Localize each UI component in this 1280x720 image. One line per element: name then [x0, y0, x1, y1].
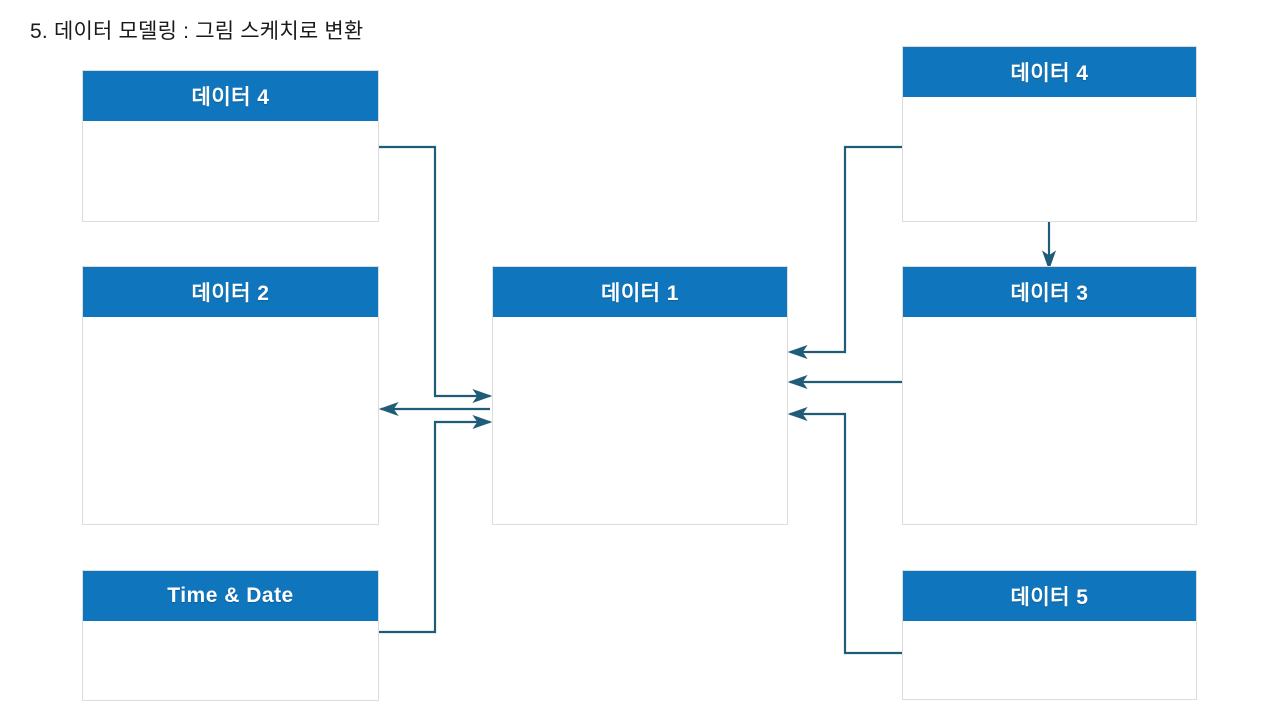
- entity-box-time-date[interactable]: Time & Date: [82, 570, 379, 701]
- entity-body-data2: [83, 317, 378, 524]
- entity-box-data1[interactable]: 데이터 1: [492, 266, 788, 525]
- connector-data5-to-data1: [787, 406, 902, 655]
- entity-box-data4-right[interactable]: 데이터 4: [902, 46, 1197, 222]
- entity-box-data4-left[interactable]: 데이터 4: [82, 70, 379, 222]
- entity-body-data4-right: [903, 97, 1196, 221]
- entity-header-data2: 데이터 2: [83, 267, 378, 317]
- entity-body-data3: [903, 317, 1196, 524]
- entity-body-data1: [493, 317, 787, 524]
- connector-data4right-to-data1: [787, 145, 902, 360]
- entity-header-data4-left: 데이터 4: [83, 71, 378, 121]
- entity-header-data1: 데이터 1: [493, 267, 787, 317]
- entity-box-data2[interactable]: 데이터 2: [82, 266, 379, 525]
- connector-timedate-to-data1: [379, 414, 493, 634]
- entity-box-data5[interactable]: 데이터 5: [902, 570, 1197, 700]
- entity-box-data3[interactable]: 데이터 3: [902, 266, 1197, 525]
- entity-header-data5: 데이터 5: [903, 571, 1196, 621]
- entity-header-time-date: Time & Date: [83, 571, 378, 621]
- entity-header-data3: 데이터 3: [903, 267, 1196, 317]
- entity-body-data5: [903, 621, 1196, 699]
- entity-header-data4-right: 데이터 4: [903, 47, 1196, 97]
- entity-body-time-date: [83, 621, 378, 700]
- entity-body-data4-left: [83, 121, 378, 221]
- page-title: 5. 데이터 모델링 : 그림 스케치로 변환: [30, 20, 364, 43]
- connector-data4left-to-data1: [379, 145, 493, 404]
